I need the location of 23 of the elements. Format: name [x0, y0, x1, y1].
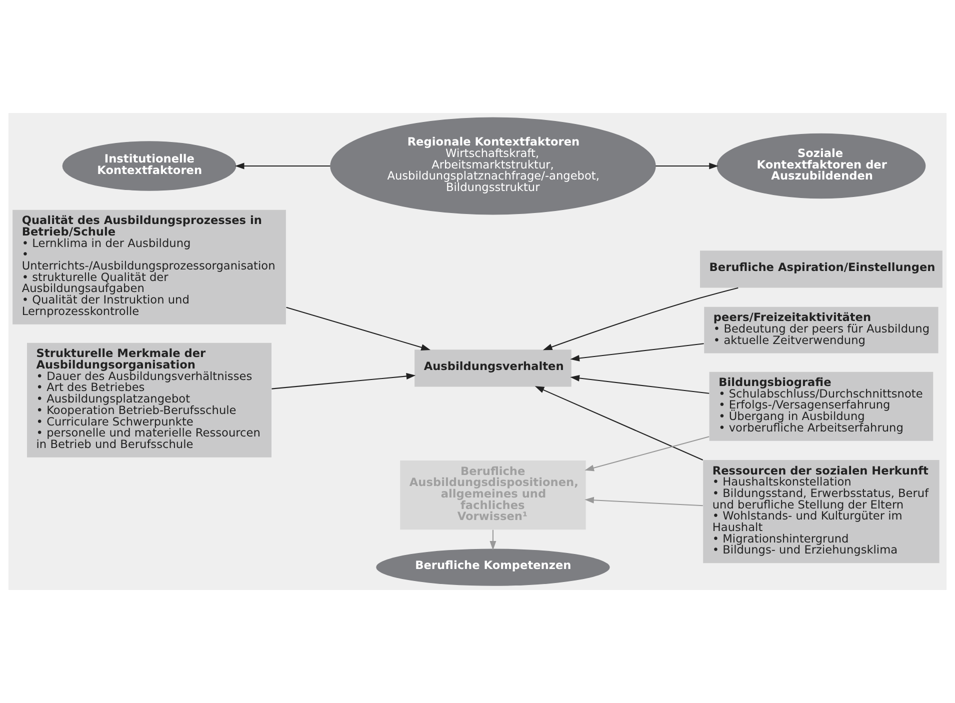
arrow [490, 530, 496, 550]
node-box: peers/Freizeitaktivitäten • Bedeutung der peers für Ausbildung • aktuelle Zeitverwendung [704, 306, 938, 354]
node-box: Berufliche Aspiration/Einstellungen [700, 250, 942, 288]
arrow [656, 162, 718, 170]
arrow [272, 372, 416, 390]
arrow [234, 162, 330, 170]
node-ellipse: Regionale Kontextfaktoren Wirtschaftskraft, Arbeitsmarktstruktur, Ausbildungsplatznachfrage/-angebot, Bildungsstruktur [330, 117, 656, 215]
node-ellipse: Institutionelle Kontextfaktoren [62, 141, 236, 191]
arrow [584, 496, 703, 506]
arrow [570, 374, 710, 394]
node-ellipse: Soziale Kontextfaktoren der Auszubildenden [716, 133, 926, 199]
node-box: Bildungsbiografie • Schulabschluss/Durchschnittsnote • Erfolgs-/Versagenserfahrung • Übergang in Ausbildung • vorberufliche Arbeitserfahrung [709, 372, 934, 441]
arrow [570, 343, 704, 362]
node-ellipse: Berufliche Kompetenzen [376, 548, 610, 586]
node-box: Ausbildungsverhalten [414, 350, 572, 387]
arrow [534, 386, 704, 460]
node-box: Ressourcen der sozialen Herkunft • Haushaltskonstellation • Bildungsstand, Erwerbsstatus, Beruf und berufliche Stellung der Eltern • Wohlstands- und Kulturgüter im Haushalt • Migrationshintergrund • Bildungs- und Erziehungsklima [703, 460, 940, 564]
arrow [286, 306, 430, 350]
arrow [542, 287, 738, 350]
arrow [584, 436, 710, 472]
node-box: Qualität des Ausbildungsprozesses in Betrieb/Schule • Lernklima in der Ausbildung • Unterrichts-/Ausbildungsprozessorganisation • strukturelle Qualität der Ausbildungsaufgaben • Qualität der Instruktion und Lernprozesskontrolle [12, 210, 286, 324]
node-box: Strukturelle Merkmale der Ausbildungsorganisation • Dauer des Ausbildungsverhältnisses • Art des Betriebes • Ausbildungsplatzangebot • Kooperation Betrieb-Berufsschule • Curriculare Schwerpunkte • personelle und materielle Ressourcen in Betrieb und Berufsschule [27, 342, 272, 458]
node-box: Berufliche Ausbildungsdispositionen, allgemeines und fachliches Vorwissen¹ [400, 460, 586, 530]
